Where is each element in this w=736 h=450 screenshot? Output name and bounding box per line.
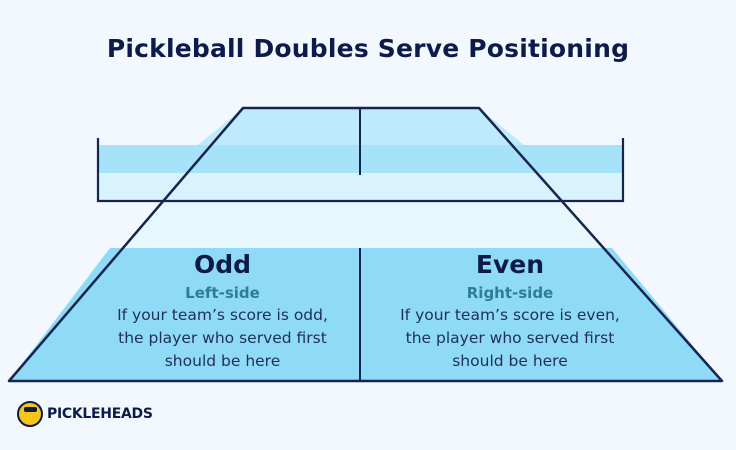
even-heading: Even bbox=[475, 250, 545, 279]
odd-description-line-3: should be here bbox=[164, 352, 281, 370]
net-frame bbox=[96, 138, 625, 203]
brand-name: PICKLEHEADS bbox=[47, 406, 153, 422]
odd-description-line-1: If your team’s score is odd, bbox=[117, 306, 328, 324]
even-panel: Even Right-side If your team’s score is … bbox=[375, 250, 645, 373]
court-outline bbox=[7, 106, 724, 383]
even-description-line-2: the player who served first bbox=[405, 329, 615, 347]
even-side-label: Right-side bbox=[466, 284, 554, 302]
even-description-line-3: should be here bbox=[452, 352, 568, 370]
odd-description-line-2: the player who served first bbox=[118, 329, 327, 347]
pickleball-mascot-icon bbox=[17, 401, 43, 427]
odd-panel: Odd Left-side If your team’s score is od… bbox=[85, 250, 360, 373]
front-court-fill bbox=[9, 248, 722, 381]
even-description-line-1: If your team’s score is even, bbox=[400, 306, 620, 324]
odd-side-label: Left-side bbox=[185, 284, 260, 302]
net-lower bbox=[98, 173, 623, 201]
page-title: Pickleball Doubles Serve Positioning bbox=[106, 34, 630, 63]
odd-heading: Odd bbox=[193, 250, 252, 279]
brand-logo: PICKLEHEADS bbox=[17, 399, 153, 429]
